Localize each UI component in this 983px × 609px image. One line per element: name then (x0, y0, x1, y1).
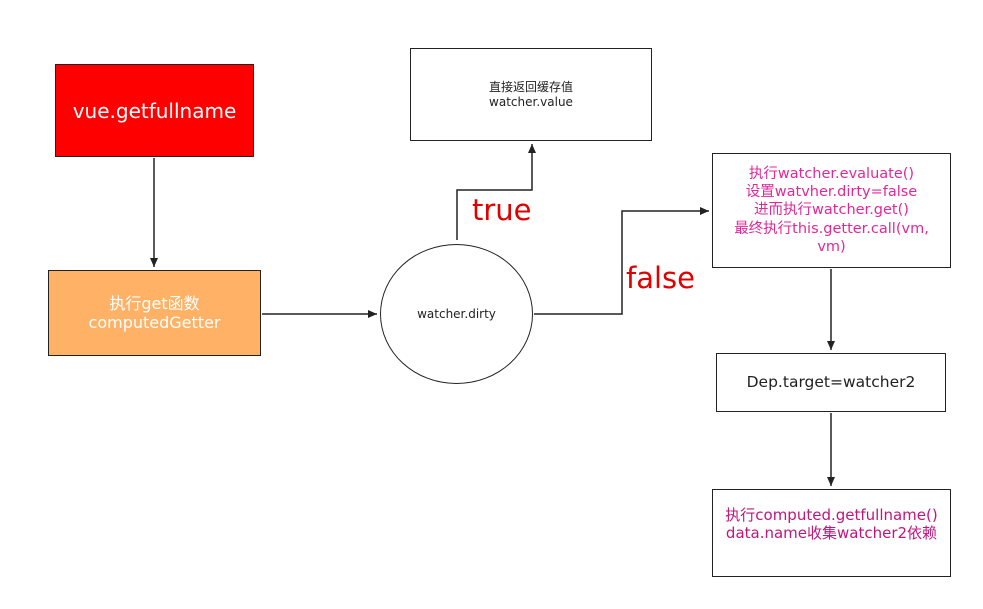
edge-label-true: true (472, 193, 532, 227)
node-label-line2: 设置watvher.dirty=false (745, 184, 918, 201)
node-vue-getfullname: vue.getfullname (55, 64, 254, 157)
node-label-line3: 进而执行watcher.get() (754, 202, 909, 219)
node-collect-dependency: 执行computed.getfullname() data.name收集watc… (712, 489, 951, 577)
node-watcher-dirty-decision: watcher.dirty (380, 244, 533, 384)
node-dep-target: Dep.target=watcher2 (716, 353, 946, 412)
node-computed-getter: 执行get函数 computedGetter (48, 270, 261, 356)
node-label: Dep.target=watcher2 (746, 373, 916, 392)
edge-label-false: false (626, 261, 695, 295)
node-label-line2: data.name收集watcher2依赖 (725, 524, 938, 542)
node-return-cached-value: 直接返回缓存值 watcher.value (410, 48, 652, 141)
node-label-line1: 直接返回缓存值 (488, 80, 573, 95)
node-label: watcher.dirty (417, 306, 496, 321)
node-watcher-evaluate: 执行watcher.evaluate() 设置watvher.dirty=fal… (712, 153, 951, 268)
node-label-line1: 执行get函数 (109, 293, 200, 313)
node-label-line2: computedGetter (88, 313, 221, 332)
node-label-line1: 执行watcher.evaluate() (748, 166, 915, 183)
node-label-line4: 最终执行this.getter.call(vm, (734, 220, 929, 237)
node-label-line5: vm) (817, 238, 846, 255)
edge-dirty-false-to-evaluate (534, 207, 709, 315)
node-label-line2: watcher.value (489, 94, 573, 109)
edge-dirty-true-to-cache (456, 144, 536, 240)
node-label: vue.getfullname (72, 98, 237, 123)
node-label-line1: 执行computed.getfullname() (725, 506, 938, 524)
